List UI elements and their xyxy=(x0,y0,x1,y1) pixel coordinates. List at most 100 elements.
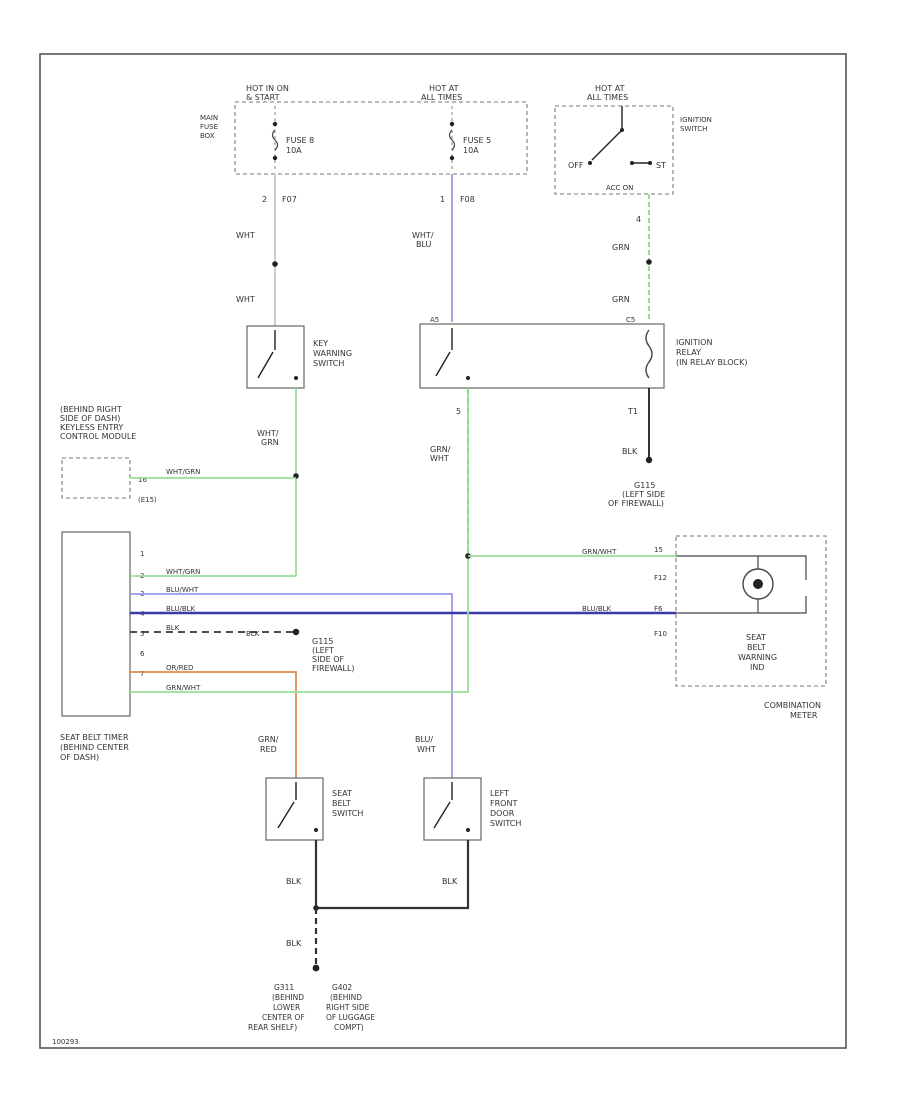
relay-pin-c5: C5 xyxy=(626,316,635,324)
ignition-relay xyxy=(419,323,665,389)
hot-all-times-2-label-1: HOT AT xyxy=(595,84,625,93)
main-fuse-box-label-1: MAIN xyxy=(200,114,218,122)
meter-pin-f10: F10 xyxy=(654,630,667,638)
fuse-8-rating: 10A xyxy=(286,146,302,155)
main-fuse-box xyxy=(234,101,528,175)
g115-b-ground-point xyxy=(292,628,300,636)
fuse-8-label: FUSE 8 xyxy=(286,136,314,145)
seat-belt-switch-label-2: BELT xyxy=(332,799,351,808)
wire-blu-blk-label: BLU/BLK xyxy=(166,605,196,613)
wire-wht-label-1: WHT xyxy=(236,231,255,240)
g402-label-3: RIGHT SIDE xyxy=(326,1003,370,1012)
keyless-label-3: KEYLESS ENTRY xyxy=(60,423,123,432)
relay-pin-5: 5 xyxy=(456,407,461,416)
combination-meter xyxy=(675,535,827,687)
door-switch-label-1: LEFT xyxy=(490,789,509,798)
seatbelt-switch-blade xyxy=(277,801,295,829)
timer-pin-7: 7 xyxy=(140,670,144,678)
wire-grn-wht-vert-label-1: GRN/ xyxy=(430,445,451,454)
hot-all-times-label-2: ALL TIMES xyxy=(421,93,462,102)
hot-run-start-label-2: & START xyxy=(246,93,280,102)
seat-belt-switch xyxy=(265,777,324,841)
relay-switch-blade xyxy=(435,351,451,377)
wire-wht-blu-label-2: BLU xyxy=(416,240,432,249)
g402-label-1: G402 xyxy=(332,983,352,992)
relay-pin-t1: T1 xyxy=(627,407,638,416)
door-switch-contact xyxy=(466,828,470,832)
wire-blk-h2-label: BLK xyxy=(246,630,260,638)
ignition-st-label: ST xyxy=(656,161,666,170)
g115-ground-point xyxy=(645,456,653,464)
relay-coil xyxy=(645,329,653,379)
seat-belt-switch-label-1: SEAT xyxy=(332,789,352,798)
main-fuse-box-label-3: BOX xyxy=(200,132,215,140)
fuse-8-symbol xyxy=(271,129,279,151)
combination-meter-label-1: COMBINATION xyxy=(764,701,821,710)
relay-label-1: IGNITION xyxy=(676,338,712,347)
door-switch-label-2: FRONT xyxy=(490,799,517,808)
g115-label-1: G115 xyxy=(634,481,655,490)
wire-grn-label-1: GRN xyxy=(612,243,630,252)
ignition-off-label: OFF xyxy=(568,161,584,170)
key-warning-label-3: SWITCH xyxy=(313,359,344,368)
hot-all-times-label-1: HOT AT xyxy=(429,84,459,93)
timer-pin-1: 1 xyxy=(140,550,144,558)
wire-blu-blk-right-label: BLU/BLK xyxy=(582,605,612,613)
ignition-switch-label-2: SWITCH xyxy=(680,125,707,133)
diagram-border xyxy=(39,53,847,1049)
meter-pin-15: 15 xyxy=(654,546,663,554)
wire-blk-relay-label: BLK xyxy=(622,447,638,456)
fuse-5-label: FUSE 5 xyxy=(463,136,491,145)
g115-b-label-4: FIREWALL) xyxy=(312,664,355,673)
g311-label-1: G311 xyxy=(274,983,294,992)
seat-belt-timer xyxy=(61,531,131,717)
seat-belt-timer-label-1: SEAT BELT TIMER xyxy=(60,733,129,742)
key-switch-blade xyxy=(257,351,274,379)
g115-b-label-2: (LEFT xyxy=(312,646,334,655)
g115-b-label-1: G115 xyxy=(312,637,333,646)
g402-label-5: COMPT) xyxy=(334,1023,364,1032)
ignition-switch-blade xyxy=(591,129,623,161)
wire-wht-grn-h1-label: WHT/GRN xyxy=(166,468,200,476)
relay-label-2: RELAY xyxy=(676,348,701,357)
ignition-switch-label-1: IGNITION xyxy=(680,116,712,124)
g115-label-3: OF FIREWALL) xyxy=(608,499,664,508)
wire-grn-wht-right-label: GRN/WHT xyxy=(582,548,617,556)
key-warning-label-2: WARNING xyxy=(313,349,352,358)
wire-blk-sbs-label: BLK xyxy=(286,877,302,886)
seat-belt-timer-label-2: (BEHIND CENTER xyxy=(60,743,129,752)
key-switch-contact xyxy=(294,376,298,380)
wire-wht-label-2: WHT xyxy=(236,295,255,304)
ignition-acc-on-label: ACC ON xyxy=(606,184,633,192)
keyless-pin-e15: (E15) xyxy=(138,496,157,504)
pin-4-label: 4 xyxy=(636,215,641,224)
g115-label-2: (LEFT SIDE xyxy=(622,490,665,499)
bulb-filament-icon xyxy=(753,579,763,589)
g311-ground-point xyxy=(312,964,320,972)
wire-wht-grn-label-2: GRN xyxy=(261,438,279,447)
wire-blu-wht-door-label-1: BLU/ xyxy=(415,735,433,744)
g402-label-4: OF LUGGAGE xyxy=(326,1013,375,1022)
combination-meter-label-2: METER xyxy=(790,711,818,720)
wire-grn-red-label-2: RED xyxy=(260,745,277,754)
wire-grn-wht-relay xyxy=(130,388,469,693)
keyless-entry-module xyxy=(61,457,131,499)
keyless-label-2: SIDE OF DASH) xyxy=(60,414,120,423)
wire-blu-wht-door xyxy=(130,593,453,778)
wire-blk-h-label: BLK xyxy=(166,624,180,632)
fuse-8-terminal-bottom xyxy=(272,155,278,161)
meter-pin-f6: F6 xyxy=(654,605,663,613)
main-fuse-box-label-2: FUSE xyxy=(200,123,218,131)
pin-2-label: 2 xyxy=(262,195,267,204)
wire-wht-grn-h2-label: WHT/GRN xyxy=(166,568,200,576)
g402-label-2: (BEHIND xyxy=(330,993,362,1002)
warning-ind-label-3: WARNING xyxy=(738,653,777,662)
wire-blu-wht-label: BLU/WHT xyxy=(166,586,199,594)
keyless-label-4: CONTROL MODULE xyxy=(60,432,136,441)
wire-blk-door-label: BLK xyxy=(442,877,458,886)
meter-internal-bottom xyxy=(676,596,807,614)
meter-internal-top xyxy=(676,555,807,580)
wire-orn-red-seatbelt xyxy=(130,671,297,778)
relay-switch-contact xyxy=(466,376,470,380)
timer-pin-6: 6 xyxy=(140,650,145,658)
